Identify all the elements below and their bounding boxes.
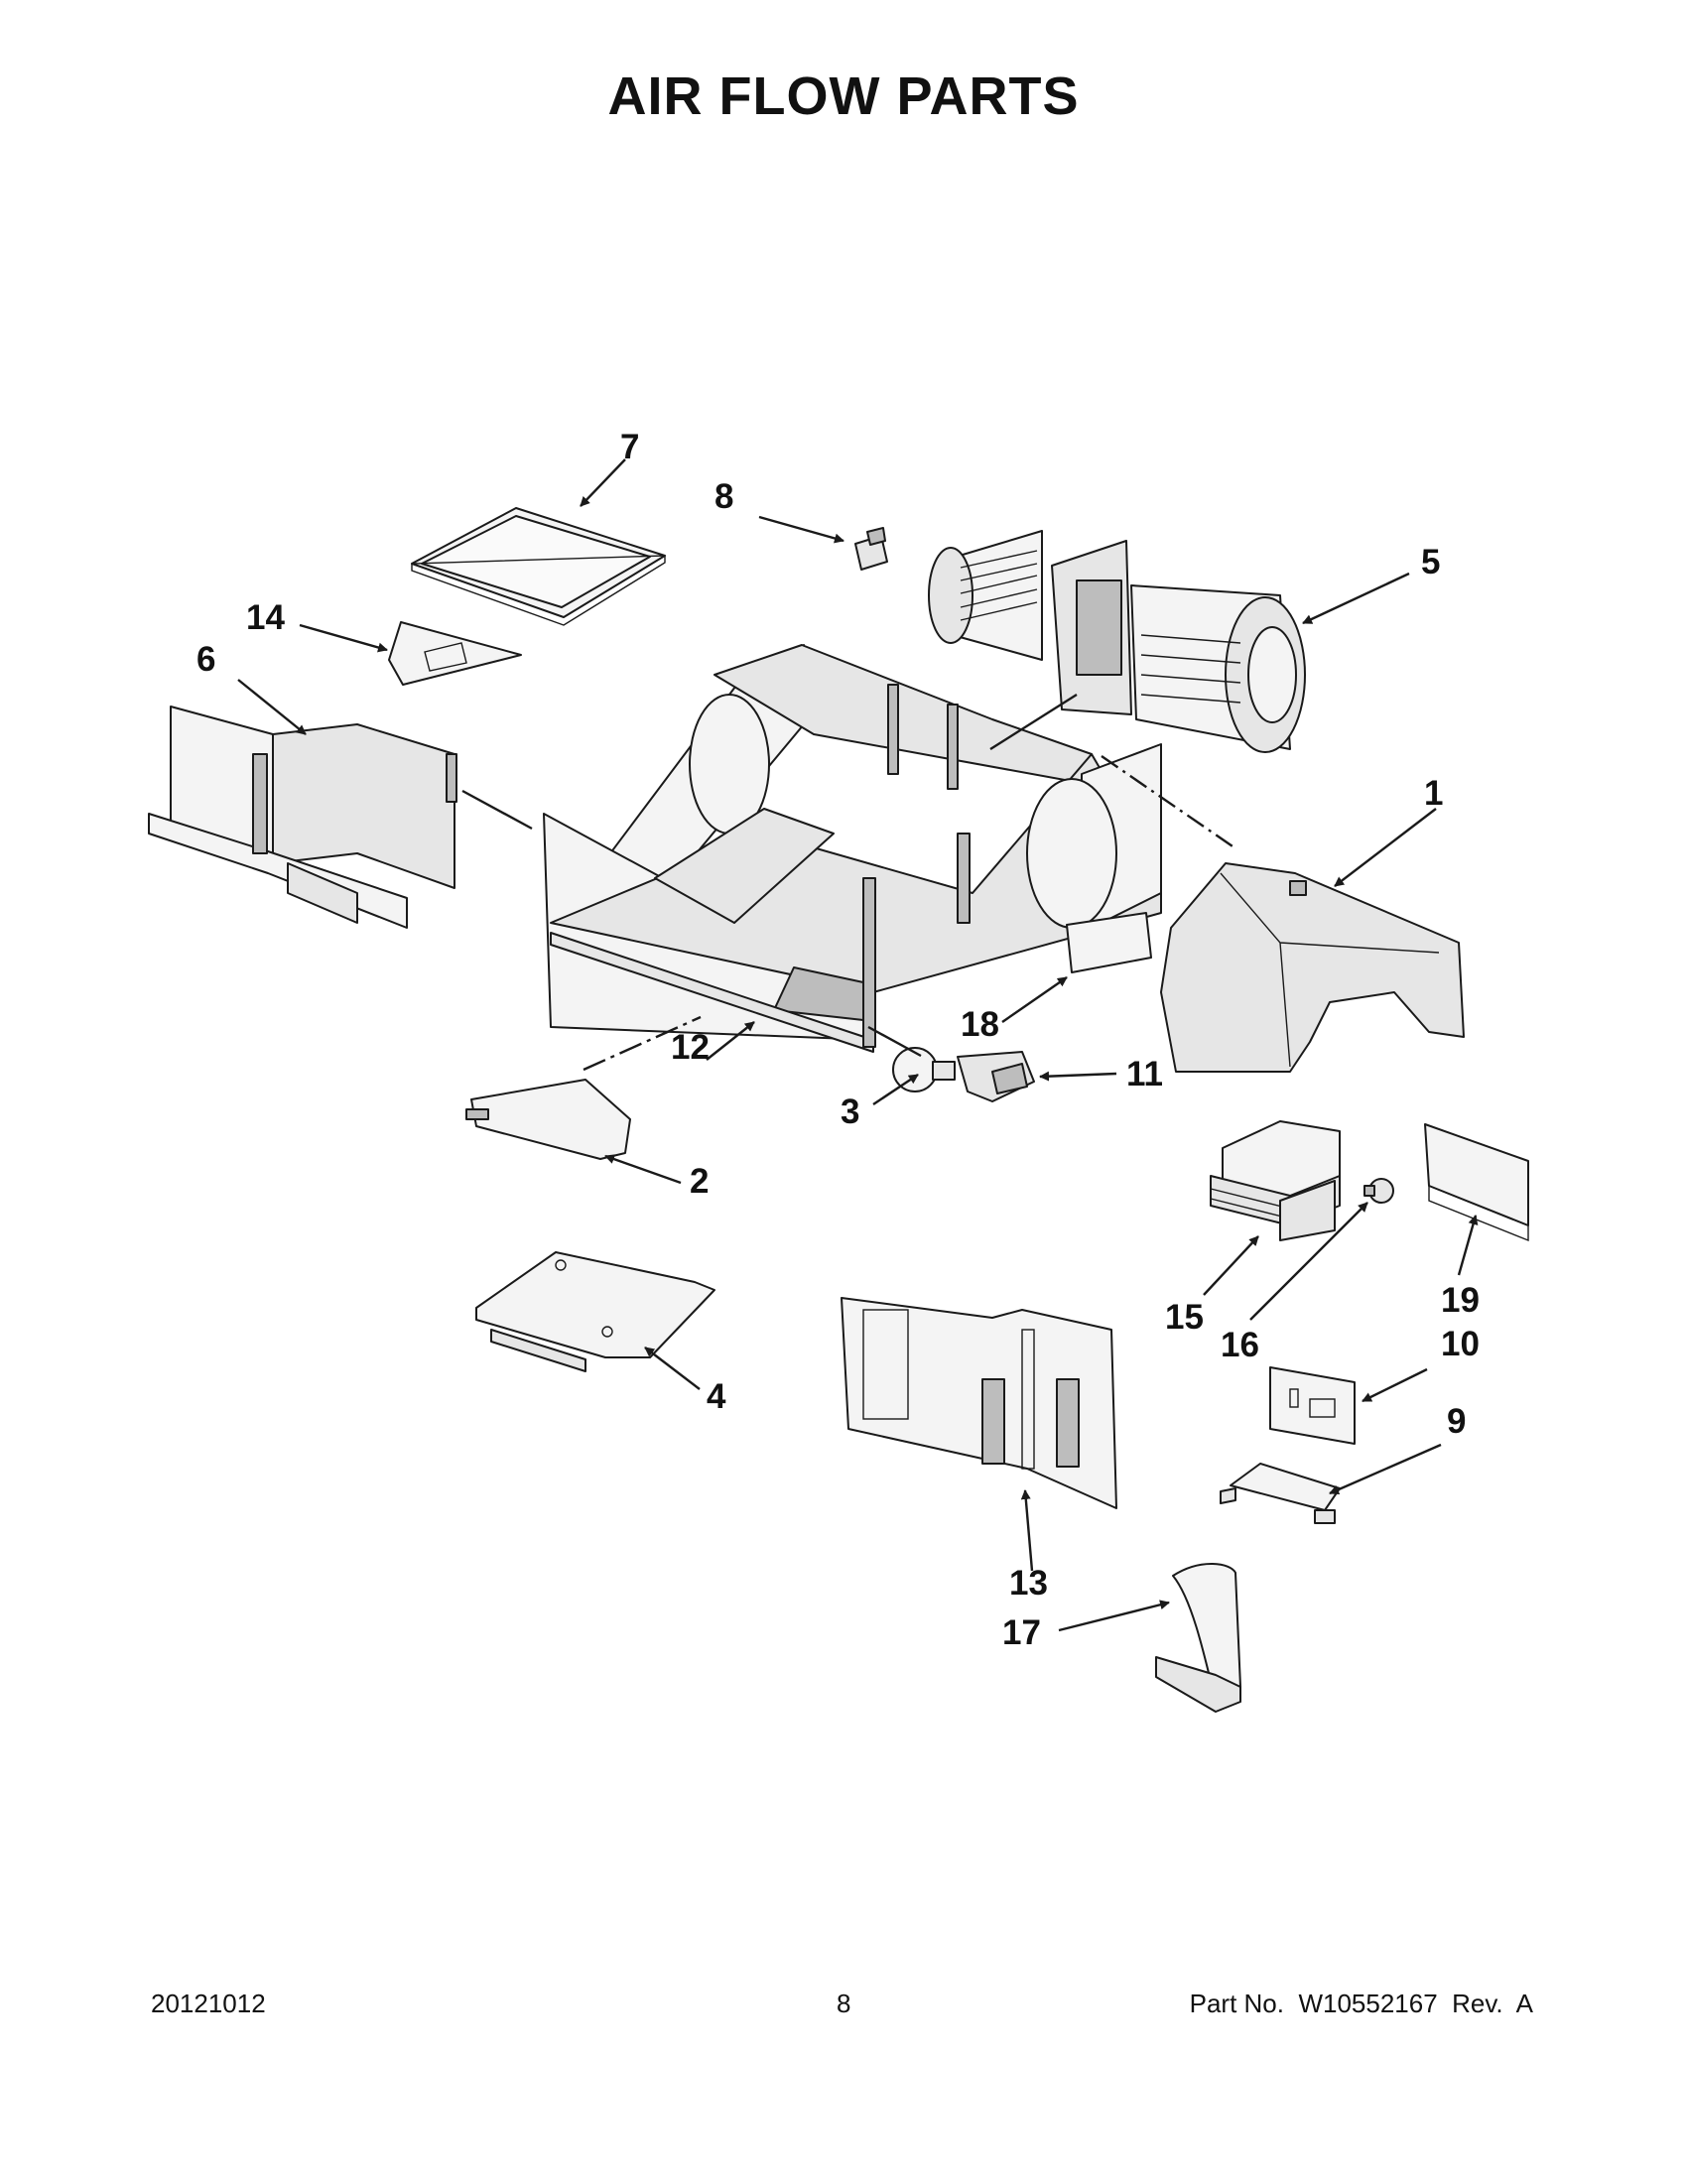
leader-12b bbox=[583, 1015, 702, 1072]
callout-16: 16 bbox=[1221, 1326, 1259, 1364]
callout-11: 11 bbox=[1126, 1055, 1163, 1093]
callout-17: 17 bbox=[1002, 1613, 1041, 1652]
part-4-shield bbox=[475, 1251, 715, 1372]
footer-date-code: 20121012 bbox=[151, 1989, 266, 2018]
callout-10: 10 bbox=[1441, 1325, 1480, 1363]
part-18-panel bbox=[1066, 912, 1152, 973]
leader-12 bbox=[706, 1021, 755, 1061]
callout-19: 19 bbox=[1441, 1281, 1480, 1320]
part-7-filter-frame bbox=[411, 507, 666, 626]
part-11-lamp-socket bbox=[957, 1051, 1035, 1102]
leader-19 bbox=[1457, 1215, 1479, 1276]
leader-3b bbox=[867, 1025, 922, 1058]
part-15-transformer bbox=[1210, 1120, 1341, 1241]
leader-5 bbox=[1302, 572, 1410, 625]
leader-14 bbox=[299, 623, 388, 653]
part-16-thermostat bbox=[1363, 1178, 1394, 1204]
callout-3: 3 bbox=[841, 1092, 860, 1131]
leader-6b bbox=[461, 789, 533, 831]
part-2-cover-plate bbox=[465, 1079, 631, 1160]
leader-13 bbox=[1020, 1489, 1034, 1572]
callout-9: 9 bbox=[1447, 1402, 1467, 1441]
callout-1: 1 bbox=[1424, 774, 1444, 813]
leader-3 bbox=[872, 1074, 919, 1105]
callout-18: 18 bbox=[961, 1005, 999, 1044]
leader-8 bbox=[758, 515, 844, 544]
leader-1b bbox=[1101, 755, 1236, 849]
leader-4 bbox=[644, 1347, 701, 1390]
part-1-right-duct bbox=[1160, 862, 1465, 1073]
leader-lines bbox=[237, 458, 1479, 1632]
footer-page-number: 8 bbox=[837, 1989, 851, 2018]
callout-6: 6 bbox=[196, 640, 216, 679]
leader-5b bbox=[989, 693, 1078, 751]
callout-4: 4 bbox=[707, 1377, 726, 1416]
part-9-mount-bracket bbox=[1220, 1463, 1341, 1524]
part-6-left-duct bbox=[148, 706, 457, 929]
callout-13: 13 bbox=[1009, 1564, 1048, 1603]
callout-14: 14 bbox=[246, 598, 285, 637]
part-10-label-card bbox=[1269, 1366, 1356, 1445]
leader-16 bbox=[1249, 1202, 1368, 1321]
leader-10 bbox=[1362, 1367, 1428, 1403]
callout-5: 5 bbox=[1421, 543, 1441, 581]
part-13-grille-plate bbox=[841, 1297, 1117, 1509]
part-19-bracket bbox=[1424, 1123, 1529, 1242]
leader-6 bbox=[237, 679, 307, 735]
page-title: AIR FLOW PARTS bbox=[607, 66, 1080, 126]
callout-2: 2 bbox=[690, 1162, 710, 1201]
leader-7 bbox=[580, 458, 626, 507]
callout-12: 12 bbox=[671, 1028, 710, 1067]
leader-17 bbox=[1058, 1600, 1170, 1632]
leader-2 bbox=[604, 1154, 682, 1185]
leader-18 bbox=[1001, 976, 1068, 1023]
part-5-blower-motor bbox=[928, 530, 1306, 753]
part-8-clip bbox=[854, 527, 888, 571]
leader-15 bbox=[1203, 1235, 1259, 1296]
footer-part-number: Part No. W10552167 Rev. A bbox=[1189, 1989, 1533, 2018]
leader-1 bbox=[1334, 808, 1437, 887]
part-3-lamp-bulb bbox=[892, 1047, 956, 1092]
part-14-gasket bbox=[388, 621, 522, 686]
callout-8: 8 bbox=[714, 477, 734, 516]
part-17-air-guide bbox=[1155, 1563, 1241, 1713]
base-cavity-assembly bbox=[543, 644, 1162, 1053]
leader-9 bbox=[1329, 1443, 1442, 1495]
callout-7: 7 bbox=[620, 428, 640, 466]
leader-11 bbox=[1039, 1071, 1117, 1082]
callout-15: 15 bbox=[1165, 1298, 1204, 1337]
